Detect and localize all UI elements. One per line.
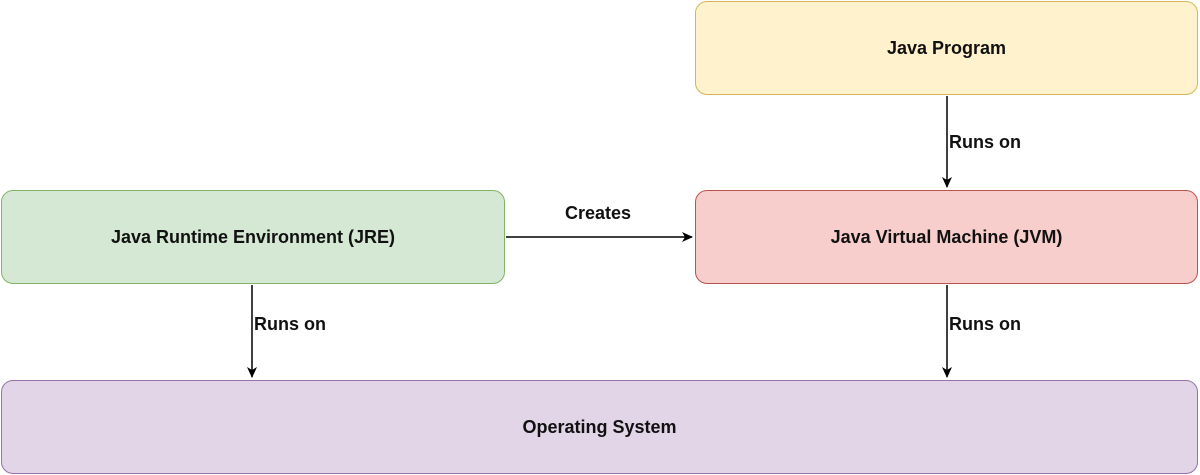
operating-system-node[interactable]: Operating System <box>1 380 1198 474</box>
jvm-label: Java Virtual Machine (JVM) <box>830 226 1063 247</box>
runs-on-jvm-edge-label: Runs on <box>949 314 1021 334</box>
java-program-node[interactable]: Java Program <box>695 1 1198 95</box>
java-program-label: Java Program <box>886 37 1007 58</box>
runs-on-jre-edge-label: Runs on <box>254 314 326 334</box>
operating-system-label: Operating System <box>522 416 677 437</box>
runs-on-program-edge-label: Runs on <box>949 132 1021 152</box>
jvm-node[interactable]: Java Virtual Machine (JVM) <box>695 190 1198 284</box>
jre-node[interactable]: Java Runtime Environment (JRE) <box>1 190 505 284</box>
jre-label: Java Runtime Environment (JRE) <box>110 226 396 247</box>
creates-edge-label: Creates <box>565 203 632 223</box>
